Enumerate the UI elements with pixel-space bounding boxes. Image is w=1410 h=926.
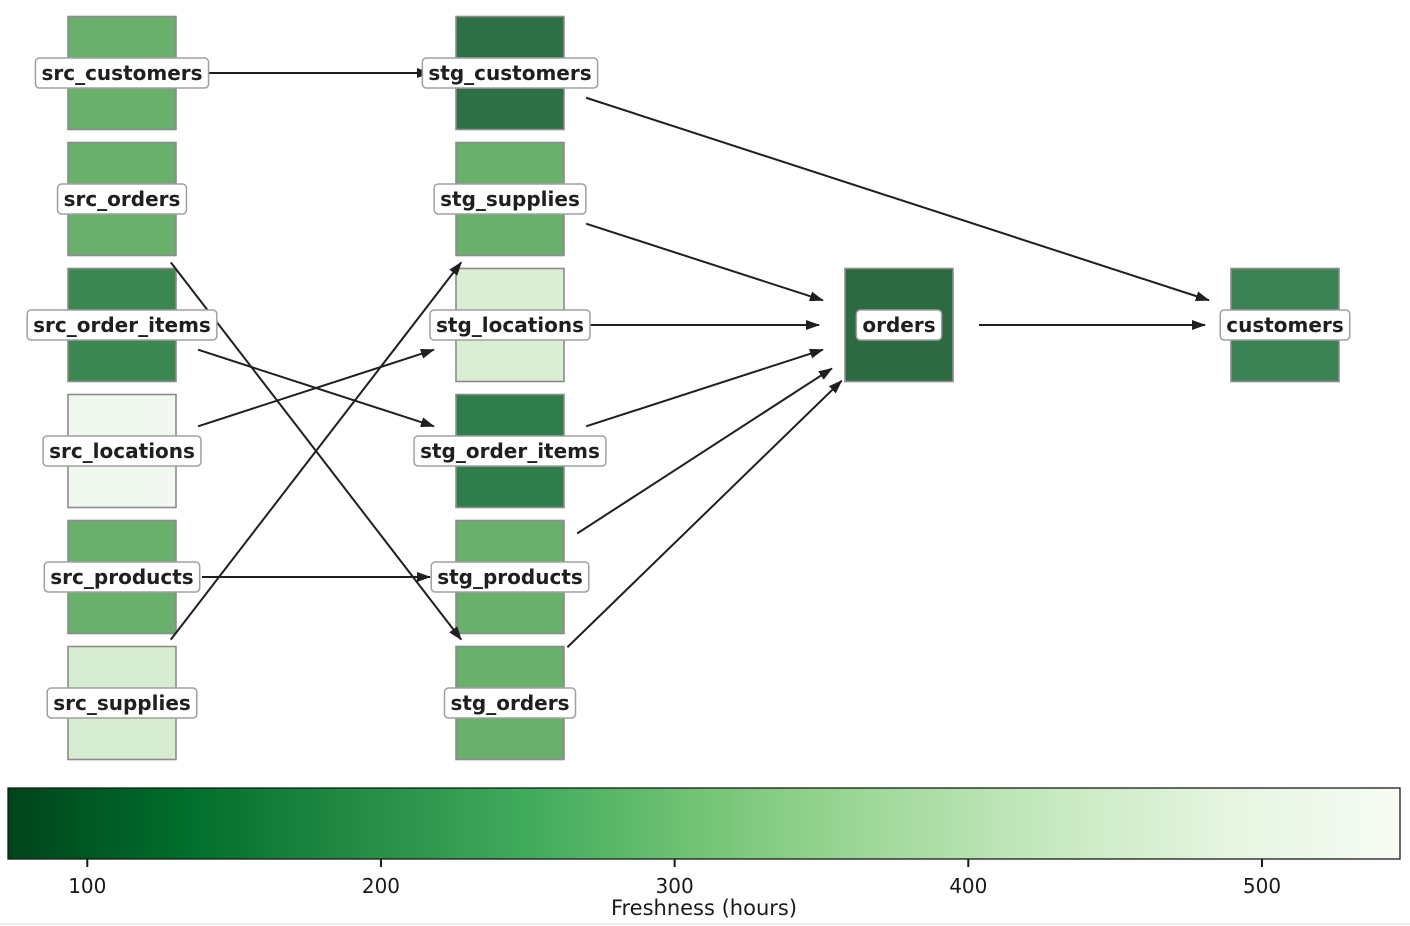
node-label-stg_products: stg_products [430, 561, 590, 593]
node-label-src_supplies: src_supplies [46, 687, 198, 719]
edge-stg_order_items-to-orders [585, 348, 824, 428]
node-label-box [443, 687, 577, 719]
node-label-box [46, 687, 198, 719]
edge-src_locations-to-stg_locations [197, 348, 435, 428]
node-label-box [430, 561, 590, 593]
node-label-box [433, 183, 587, 215]
node-label-customers: customers [1219, 309, 1351, 341]
node-label-src_orders: src_orders [56, 183, 188, 215]
node-label-stg_order_items: stg_order_items [413, 435, 607, 467]
edge-stg_orders-to-orders [566, 380, 843, 648]
node-label-text: customers [1226, 313, 1343, 337]
node-label-text: src_customers [41, 61, 202, 85]
edges-layer [170, 68, 1210, 648]
colorbar: 100 200 300 400 500 Freshness (hours) [0, 787, 1410, 925]
node-label-box [42, 435, 202, 467]
node-label-text: stg_order_items [420, 439, 600, 463]
node-label-box [413, 435, 607, 467]
colorbar-axis-label: Freshness (hours) [611, 896, 797, 920]
node-label-box [26, 309, 218, 341]
node-label-stg_supplies: stg_supplies [433, 183, 587, 215]
colorbar-gradient-bar [7, 787, 1401, 860]
node-label-text: src_order_items [33, 313, 211, 337]
node-label-text: src_orders [64, 187, 181, 211]
node-label-src_locations: src_locations [42, 435, 202, 467]
colorbar-tick-label-200: 200 [362, 874, 400, 898]
node-label-text: stg_supplies [440, 187, 580, 211]
edge-src_supplies-to-stg_supplies [170, 261, 462, 641]
colorbar-tick-label-300: 300 [656, 874, 694, 898]
node-label-box [429, 309, 591, 341]
node-label-stg_customers: stg_customers [421, 57, 599, 89]
edge-stg_customers-to-customers [585, 96, 1210, 302]
colorbar-tick-label-100: 100 [68, 874, 106, 898]
node-label-box [421, 57, 599, 89]
figure-bottom-edge [0, 923, 1410, 925]
node-label-text: src_locations [49, 439, 195, 463]
node-label-box [56, 183, 188, 215]
node-label-text: stg_orders [450, 691, 569, 715]
colorbar-tick-label-400: 400 [949, 874, 987, 898]
colorbar-ticks: 100 200 300 400 500 [68, 859, 1281, 898]
node-label-text: orders [862, 313, 935, 337]
node-label-box [855, 309, 943, 341]
edge-stg_supplies-to-orders [585, 222, 824, 302]
node-label-stg_orders: stg_orders [443, 687, 577, 719]
node-label-text: src_supplies [53, 691, 191, 715]
node-label-box [43, 561, 201, 593]
node-label-orders: orders [855, 309, 943, 341]
node-label-src_customers: src_customers [34, 57, 210, 89]
node-label-box [34, 57, 210, 89]
node-label-src_products: src_products [43, 561, 201, 593]
colorbar-tick-label-500: 500 [1243, 874, 1281, 898]
node-label-box [1219, 309, 1351, 341]
node-label-text: stg_products [437, 565, 583, 589]
node-label-text: stg_locations [436, 313, 584, 337]
labels-layer: src_customers src_orders src_order_itemssr… [26, 57, 1351, 719]
edge-stg_products-to-orders [576, 367, 833, 535]
node-label-src_order_items: src_order_items [26, 309, 218, 341]
node-label-stg_locations: stg_locations [429, 309, 591, 341]
node-label-text: stg_customers [428, 61, 591, 85]
node-label-text: src_products [50, 565, 193, 589]
